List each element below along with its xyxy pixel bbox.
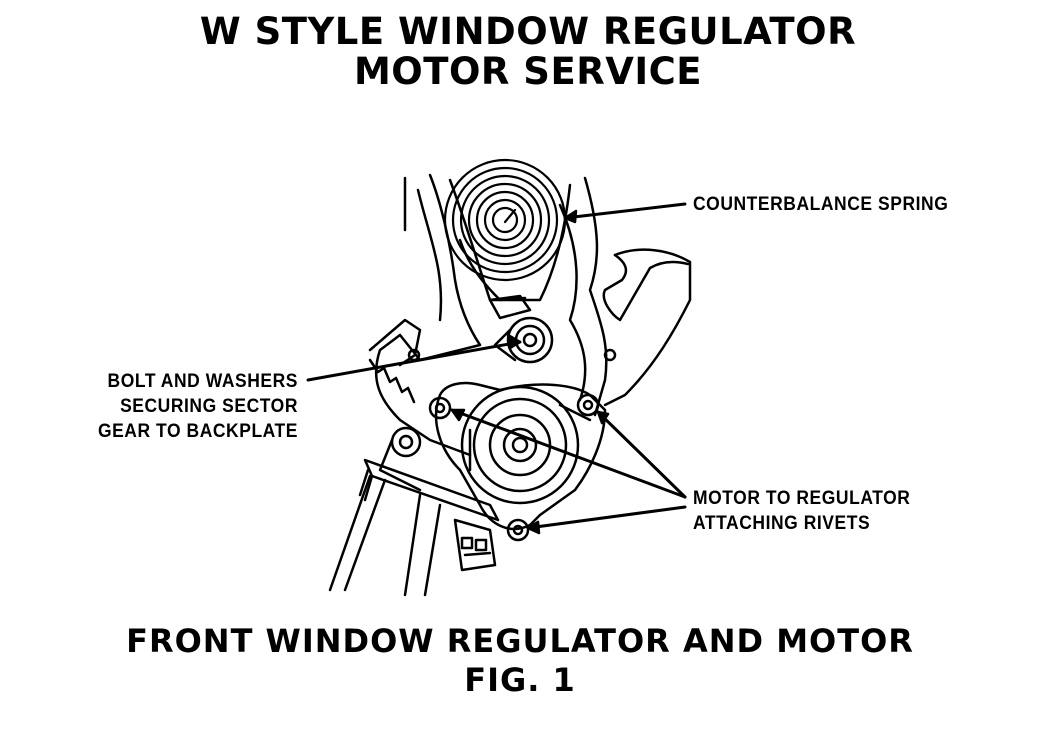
diagram-title-line-2: MOTOR SERVICE — [353, 50, 703, 93]
label-attaching-rivets: MOTOR TO REGULATOR ATTACHING RIVETS — [693, 488, 911, 534]
glass-edge — [343, 478, 387, 592]
leader-rivet-2 — [596, 410, 687, 499]
glass-channel — [403, 493, 422, 597]
leader-rivet-1 — [450, 408, 687, 499]
arrow-rivet-1 — [450, 408, 466, 422]
arrow-rivet-3 — [526, 520, 541, 535]
sector-plate-outline — [374, 173, 482, 457]
figure-caption-line-2: FIG. 1 — [464, 661, 576, 699]
outer-sector-arc — [603, 248, 692, 407]
counterbalance-spring — [443, 158, 567, 282]
arrow-rivet-2 — [596, 410, 610, 425]
backplate-right-inner — [558, 203, 587, 402]
spring-anchor — [488, 294, 532, 320]
label-bolt-and-washers: BOLT AND WASHERS SECURING SECTOR GEAR TO… — [97, 371, 299, 442]
spring-tail — [458, 238, 527, 302]
glass-channel — [423, 503, 442, 597]
motor-connector — [453, 518, 497, 572]
glass-edge — [328, 474, 372, 592]
arrow-spring — [563, 209, 578, 224]
left-mounting-ear — [378, 426, 422, 492]
lower-bracket — [358, 458, 500, 522]
leader-rivet-3 — [526, 505, 687, 530]
figure-caption-line-1: FRONT WINDOW REGULATOR AND MOTOR — [126, 622, 914, 660]
backplate-left-curve — [416, 188, 443, 322]
leader-spring — [563, 202, 687, 220]
attaching-rivets — [428, 393, 600, 542]
diagram-title-line-1: W STYLE WINDOW REGULATOR — [199, 10, 857, 53]
leader-bolt — [306, 340, 522, 382]
bolt-and-washers — [493, 316, 554, 364]
label-counterbalance-spring: COUNTERBALANCE SPRING — [693, 194, 949, 215]
arrow-bolt — [506, 333, 522, 350]
sector-gear-teeth — [368, 358, 416, 404]
outer-sector-notch — [602, 253, 690, 322]
plate-hole — [603, 348, 617, 362]
